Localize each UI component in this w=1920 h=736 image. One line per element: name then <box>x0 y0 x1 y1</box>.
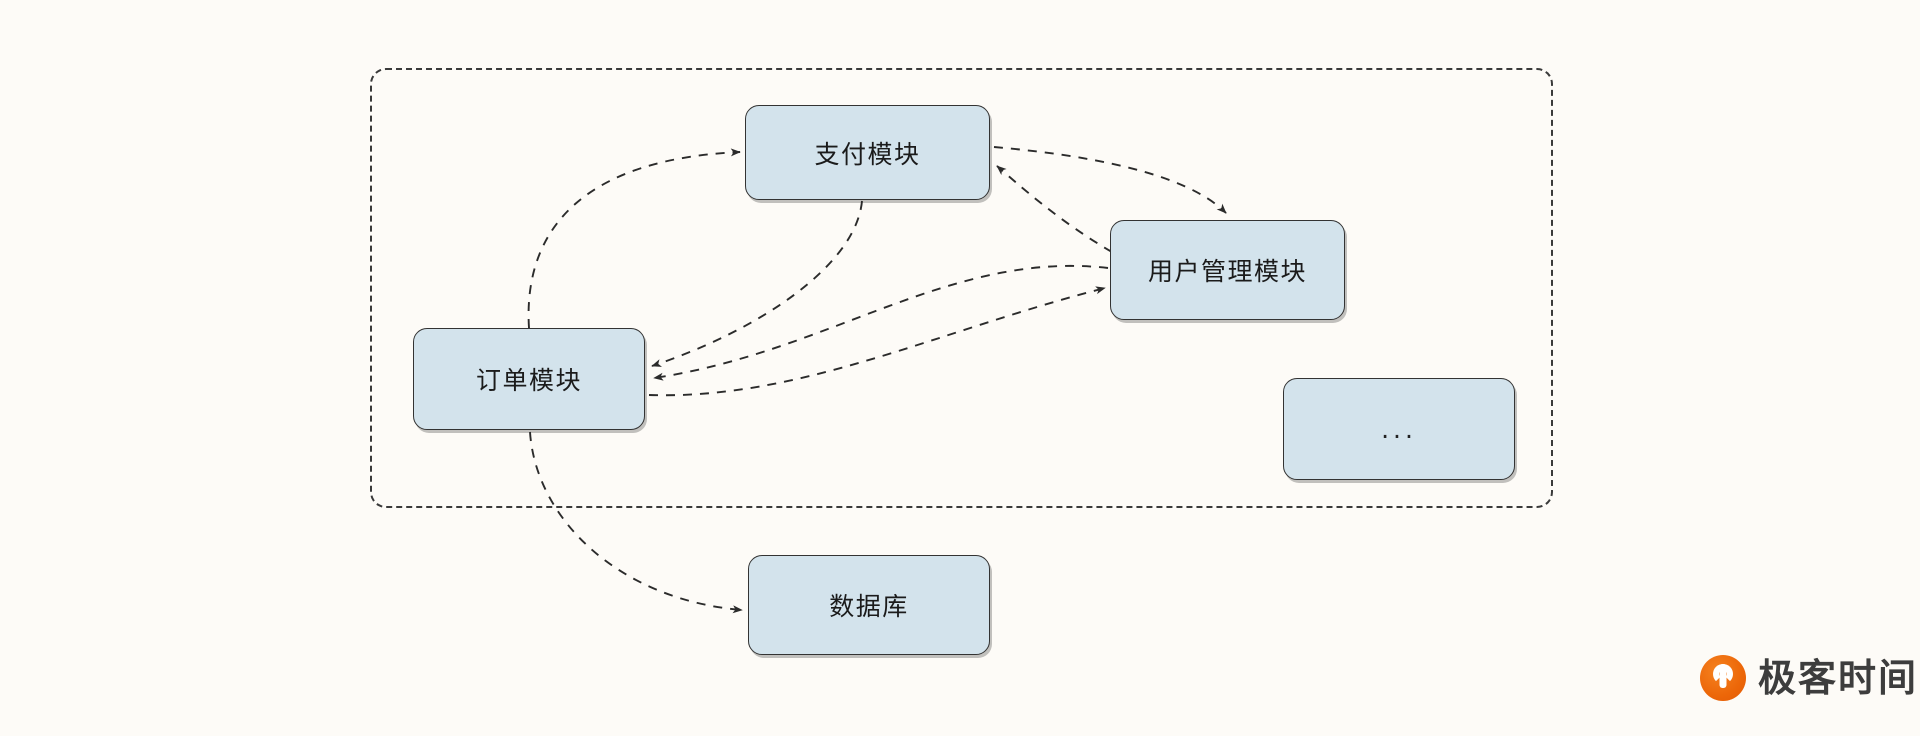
node-label: 数据库 <box>829 592 909 621</box>
edge-user-to-payment <box>996 165 1113 253</box>
node-label: ... <box>1381 414 1417 444</box>
edge-payment-to-user <box>993 146 1227 214</box>
node-more-placeholder[interactable]: ... <box>1283 378 1515 480</box>
edge-order-to-payment <box>527 148 741 329</box>
node-label: 支付模块 <box>814 139 921 169</box>
edge-order-to-user <box>648 286 1106 397</box>
edge-user-to-order <box>653 264 1109 381</box>
node-database[interactable]: 数据库 <box>748 555 990 655</box>
node-label: 订单模块 <box>475 366 582 395</box>
watermark: 极客时间 <box>1700 655 1918 701</box>
edge-order-to-database <box>529 431 743 614</box>
node-user-management-module[interactable]: 用户管理模块 <box>1110 220 1345 320</box>
node-payment-module[interactable]: 支付模块 <box>745 105 990 200</box>
node-label: 用户管理模块 <box>1147 257 1307 286</box>
node-order-module[interactable]: 订单模块 <box>413 328 645 430</box>
watermark-label: 极客时间 <box>1758 656 1919 700</box>
edge-payment-to-order <box>651 200 863 367</box>
geektime-logo-icon <box>1700 655 1746 701</box>
